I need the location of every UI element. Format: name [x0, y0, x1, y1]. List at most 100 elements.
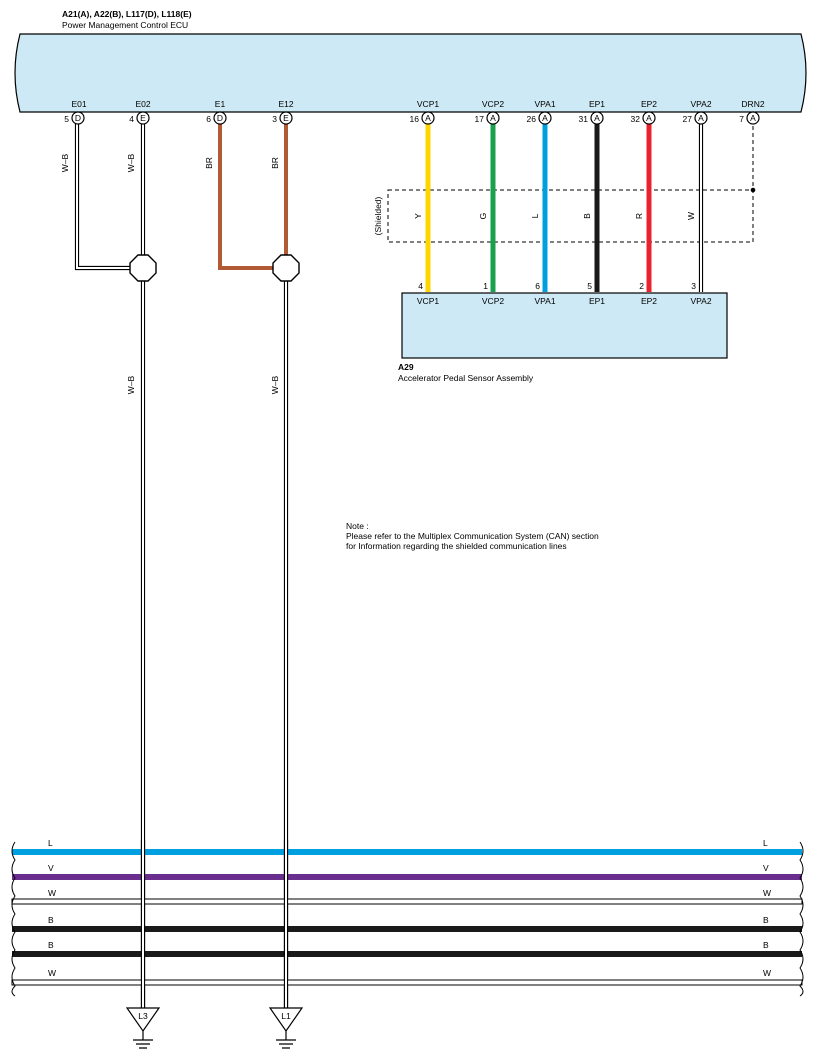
ecu-pin-num-e02: 4	[129, 114, 134, 124]
note-line-2: Please refer to the Multiplex Communicat…	[346, 531, 599, 541]
ecu-pin-label-e12: E12	[278, 99, 293, 109]
connector-circle	[213, 111, 227, 125]
ecu-name: Power Management Control ECU	[62, 20, 188, 30]
sensor-pin-num-vpa1: 6	[535, 281, 540, 291]
bus-break-right	[799, 841, 804, 997]
wire-label-vpa2: W	[686, 212, 696, 220]
wire-label-e1: BR	[204, 157, 214, 169]
sensor-pin-num-ep2: 2	[639, 281, 644, 291]
ecu-terminal-drn2: 7 A	[739, 111, 760, 125]
ecu-terminal-e12: 3 E	[272, 111, 293, 125]
wire-label-l3: W–B	[126, 375, 136, 394]
wire-e01	[74, 119, 132, 271]
connector-circle	[590, 111, 604, 125]
bus-wire-l	[12, 849, 802, 855]
ecu-terminal-vpa2: 27 A	[683, 111, 708, 125]
ecu-pin-num-e1: 6	[206, 114, 211, 124]
ecu-terminal-e1: 6 D	[206, 111, 227, 125]
sensor-pin-label-vpa2: VPA2	[690, 296, 711, 306]
bus-wire-v	[12, 874, 802, 880]
ecu-terminal-vcp2: 17 A	[475, 111, 500, 125]
sensor-pin-label-vcp2: VCP2	[482, 296, 504, 306]
ecu-pin-num-e12: 3	[272, 114, 277, 124]
sensor-pin-numbers: 4 1 6 5 2 3	[418, 281, 696, 291]
sensor-pin-label-ep1: EP1	[589, 296, 605, 306]
connector-circle	[486, 111, 500, 125]
sensor-pin-num-vcp1: 4	[418, 281, 423, 291]
ecu-pin-label-vcp1: VCP1	[417, 99, 439, 109]
ecu-pin-label-vpa2: VPA2	[690, 99, 711, 109]
ground-triangle-icon	[268, 1007, 304, 1033]
ground-triangle-icon	[125, 1007, 161, 1033]
ecu-terminal-ep2: 32 A	[631, 111, 656, 125]
bus-label-right-w1: W	[763, 888, 771, 898]
shield-box	[387, 189, 754, 243]
sensor-pin-label-vpa1: VPA1	[534, 296, 555, 306]
sensor-id: A29	[398, 362, 414, 372]
bus-label-right-v: V	[763, 863, 769, 873]
connector-circle	[279, 111, 293, 125]
ecu-conn-vpa2: A	[698, 113, 704, 123]
ground-label-l3: L3	[138, 1011, 148, 1021]
connector-circle	[694, 111, 708, 125]
ground-l3: L3	[125, 1007, 161, 1049]
bus-wires: L V W B B W L V W B B W	[11, 838, 804, 997]
bus-label-right-b2: B	[763, 940, 769, 950]
ecu-pin-num-vcp2: 17	[475, 114, 485, 124]
ecu-pin-label-ep2: EP2	[641, 99, 657, 109]
ecu-pin-label-vpa1: VPA1	[534, 99, 555, 109]
ecu-pin-num-drn2: 7	[739, 114, 744, 124]
wire-label-e12: BR	[270, 157, 280, 169]
wire-e1	[218, 119, 276, 270]
wire-label-ep2: R	[634, 213, 644, 219]
wire-label-vpa1: L	[530, 213, 540, 218]
ground-label-l1: L1	[281, 1011, 291, 1021]
ecu-pin-label-ep1: EP1	[589, 99, 605, 109]
ecu-conn-vcp2: A	[490, 113, 496, 123]
bus-label-left-b1: B	[48, 915, 54, 925]
bus-wire-w1	[11, 898, 803, 905]
bus-wire-b2	[12, 951, 802, 957]
ecu-pin-num-vpa2: 27	[683, 114, 693, 124]
wire-label-ep1: B	[582, 213, 592, 219]
ecu-pin-label-e01: E01	[71, 99, 86, 109]
ground-icon	[276, 1031, 296, 1049]
ecu-terminal-ep1: 31 A	[579, 111, 604, 125]
bus-break-left	[11, 841, 16, 997]
ecu-terminal-vcp1: 16 A	[410, 111, 435, 125]
bus-label-left-b2: B	[48, 940, 54, 950]
sensor-box	[401, 292, 728, 359]
junction-right	[272, 254, 300, 282]
ecu-connectors-title: A21(A), A22(B), L117(D), L118(E)	[62, 9, 192, 19]
ecu-pin-label-vcp2: VCP2	[482, 99, 504, 109]
ecu-conn-e12: E	[283, 113, 289, 123]
sensor-pin-labels: VCP1 VCP2 VPA1 EP1 EP2 VPA2	[417, 296, 712, 306]
wire-label-e01: W–B	[60, 153, 70, 172]
connector-circle	[538, 111, 552, 125]
ecu-conn-e01: D	[75, 113, 81, 123]
ecu-pin-num-vpa1: 26	[527, 114, 537, 124]
ecu-conn-ep1: A	[594, 113, 600, 123]
shield-junction-dot	[750, 187, 756, 193]
ecu-pin-num-e01: 5	[64, 114, 69, 124]
sensor-pin-num-vcp2: 1	[483, 281, 488, 291]
bus-label-left-w2: W	[48, 968, 56, 978]
note: Note : Please refer to the Multiplex Com…	[346, 521, 599, 551]
bus-label-right-w2: W	[763, 968, 771, 978]
bus-label-left-w1: W	[48, 888, 56, 898]
bus-label-left-l: L	[48, 838, 53, 848]
ecu-conn-e02: E	[140, 113, 146, 123]
ground-l1: L1	[268, 1007, 304, 1049]
ecu-pin-num-ep1: 31	[579, 114, 589, 124]
ecu-conn-ep2: A	[646, 113, 652, 123]
connector-circle	[642, 111, 656, 125]
ecu-pin-terminals: 5 D 4 E 6 D 3 E 16 A 17 A	[64, 111, 760, 125]
shield-label: (Shielded)	[373, 196, 383, 235]
bus-label-right-b1: B	[763, 915, 769, 925]
ecu-pin-label-e1: E1	[215, 99, 226, 109]
note-line-3: for Information regarding the shielded c…	[346, 541, 567, 551]
ground-crossings	[140, 840, 289, 1008]
ecu-pin-num-ep2: 32	[631, 114, 641, 124]
ecu-terminal-e01: 5 D	[64, 111, 85, 125]
